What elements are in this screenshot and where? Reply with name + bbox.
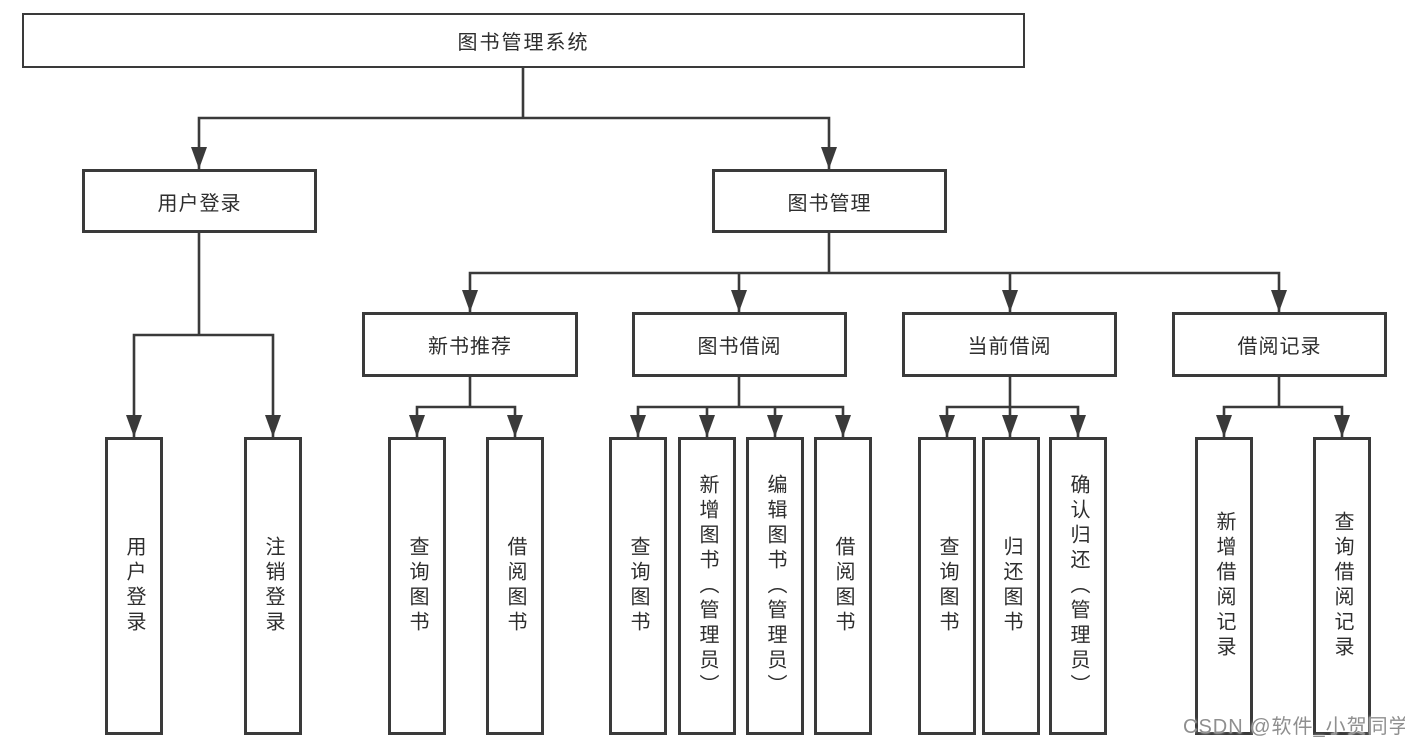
node-book-management: 图书管理 (712, 169, 947, 233)
arrowhead-icon (731, 290, 747, 312)
arrowhead-icon (699, 415, 715, 437)
leaf-add-borrow-record: 新增借阅记录 (1195, 437, 1253, 735)
branch-new-book-recommend (409, 377, 523, 437)
arrowhead-icon (507, 415, 523, 437)
node-root: 图书管理系统 (22, 13, 1025, 68)
leaf-query-books-recommend: 查询图书 (388, 437, 446, 735)
leaf-confirm-return-admin: 确认归还（管理员） (1049, 437, 1107, 735)
leaf-borrow-books: 借阅图书 (814, 437, 872, 735)
branch-borrowing-records (1216, 377, 1350, 437)
node-book-borrowing: 图书借阅 (632, 312, 847, 377)
arrowhead-icon (409, 415, 425, 437)
leaf-borrow-books-recommend: 借阅图书 (486, 437, 544, 735)
node-new-book-recommend: 新书推荐 (362, 312, 578, 377)
leaf-add-books-admin: 新增图书（管理员） (678, 437, 736, 735)
arrowhead-icon (126, 415, 142, 437)
branch-book-borrowing (630, 377, 851, 437)
arrowhead-icon (1070, 415, 1086, 437)
arrowhead-icon (462, 290, 478, 312)
branch-root (191, 68, 837, 169)
arrowhead-icon (630, 415, 646, 437)
leaf-query-borrow-record: 查询借阅记录 (1313, 437, 1371, 735)
arrowhead-icon (1216, 415, 1232, 437)
leaf-user-login: 用户登录 (105, 437, 163, 735)
branch-book-management (462, 233, 1287, 312)
leaf-query-books-borrow: 查询图书 (609, 437, 667, 735)
arrowhead-icon (821, 147, 837, 169)
arrowhead-icon (191, 147, 207, 169)
arrowhead-icon (1002, 290, 1018, 312)
leaf-edit-books-admin: 编辑图书（管理员） (746, 437, 804, 735)
arrowhead-icon (1271, 290, 1287, 312)
node-borrowing-records: 借阅记录 (1172, 312, 1387, 377)
node-current-borrowing: 当前借阅 (902, 312, 1117, 377)
arrowhead-icon (939, 415, 955, 437)
branch-current-borrowing (939, 377, 1086, 437)
leaf-query-books-current: 查询图书 (918, 437, 976, 735)
arrowhead-icon (1002, 415, 1018, 437)
leaf-logout: 注销登录 (244, 437, 302, 735)
arrowhead-icon (265, 415, 281, 437)
node-user-login: 用户登录 (82, 169, 317, 233)
arrowhead-icon (767, 415, 783, 437)
arrowhead-icon (1334, 415, 1350, 437)
branch-user-login (126, 233, 281, 437)
watermark: CSDN @软件_小贺同学 (1183, 716, 1405, 738)
leaf-return-books: 归还图书 (982, 437, 1040, 735)
arrowhead-icon (835, 415, 851, 437)
